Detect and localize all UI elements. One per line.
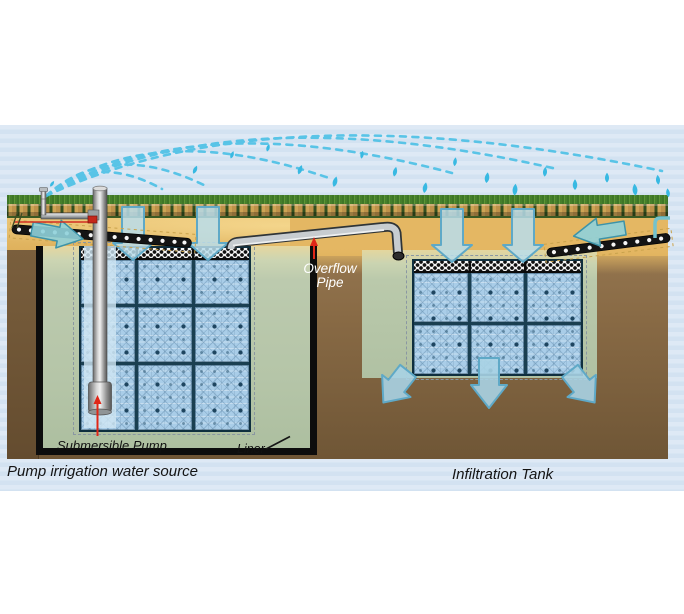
crate-module	[138, 307, 192, 362]
crate-stack-right	[412, 259, 583, 376]
crate-grid-right	[414, 273, 581, 374]
caption-infiltration-tank: Infiltration Tank	[452, 466, 554, 483]
crate-top-layer	[414, 261, 581, 273]
ground-cross-section	[7, 195, 668, 459]
crate-module	[138, 260, 192, 304]
caption-pump-irrigation: Pump irrigation water source	[7, 463, 198, 480]
crate-module	[527, 325, 581, 374]
crate-module	[414, 273, 468, 322]
crate-module	[527, 273, 581, 322]
crate-module	[81, 260, 135, 304]
crate-module	[195, 365, 249, 430]
crate-top-layer	[81, 248, 249, 260]
crate-grid-left	[81, 260, 249, 430]
paver-row	[7, 204, 668, 218]
crate-module	[470, 273, 525, 322]
overflow-pipe-label-line1: Overflow	[303, 261, 357, 276]
crate-module	[195, 260, 249, 304]
crate-stack-left	[79, 246, 251, 432]
overflow-pipe-label: Overflow Pipe	[297, 261, 363, 291]
crate-module	[195, 307, 249, 362]
liner-label: Liner	[237, 442, 265, 456]
crate-module	[81, 307, 135, 362]
submersible-pump-label: Submersible Pump	[57, 438, 167, 453]
crate-module	[138, 365, 192, 430]
crate-module	[470, 325, 525, 374]
left-soil-wall	[7, 250, 39, 459]
crate-module	[414, 325, 468, 374]
overflow-pipe-label-line2: Pipe	[316, 275, 344, 291]
crate-module	[81, 365, 135, 430]
